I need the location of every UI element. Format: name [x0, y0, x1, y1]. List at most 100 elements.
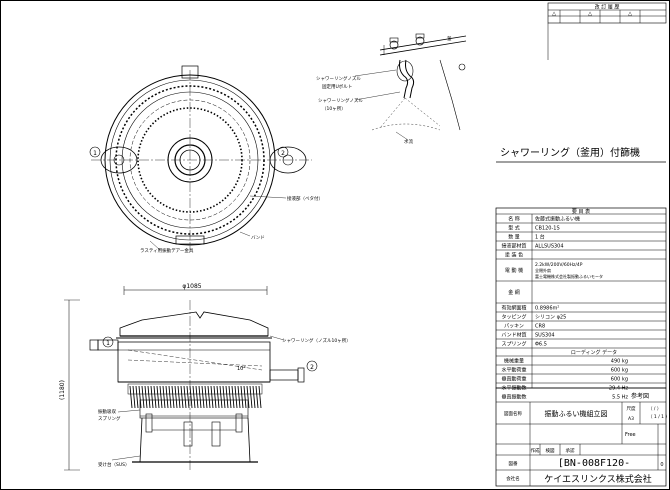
spring-hatch — [129, 385, 262, 409]
spec-row-label: 型 式 — [508, 225, 520, 232]
spring-coil — [249, 385, 253, 409]
loading-row-value: 600 kg — [611, 368, 628, 374]
spring-coil — [234, 385, 238, 409]
spring-coil — [246, 385, 250, 409]
spring-coil — [213, 385, 217, 409]
spring-coil — [138, 385, 142, 409]
loading-row-label: 機械重量 — [504, 358, 524, 365]
spring-coil — [192, 385, 196, 409]
loading-row-value: 29.4 Hz — [609, 386, 628, 392]
spring-coil — [147, 385, 151, 409]
spec-row-label: 名 称 — [508, 216, 520, 223]
sheet-suffix: 0 — [660, 462, 663, 468]
spec-row-label: バンド材質 — [501, 332, 526, 339]
spec-row-label: 接液部材質 — [501, 243, 526, 250]
spec-row-value: シリコン φ25 — [535, 315, 566, 321]
company-name: ケイエスリンクス株式会社 — [544, 473, 651, 485]
title-block — [495, 387, 667, 487]
loading-row-value: 600 kg — [611, 377, 628, 383]
spec-row-value: CB120-1S — [535, 226, 560, 232]
spring-coil — [144, 385, 148, 409]
drawing-number-label: 図番 — [509, 460, 518, 467]
spring-coil — [255, 385, 259, 409]
plan-circle-2: 2 — [281, 150, 285, 157]
spring-coil — [132, 385, 136, 409]
elev-circle-1: 1 — [106, 340, 110, 347]
plan-circle-1: 1 — [93, 150, 97, 157]
revision-header: 改 訂 履 歴 — [595, 4, 620, 11]
flange-label: ラスティ用振動デアー金具 — [140, 247, 194, 254]
loading-row-value: 5.5 Hz — [612, 395, 628, 401]
spring-coil — [162, 385, 166, 409]
elevation-view — [64, 286, 318, 471]
nozzle-detail-label-b: 固定用Uボルト — [322, 83, 352, 90]
revision-table: 改 訂 履 歴 △ △ △ — [547, 2, 667, 60]
spec-row-value: ALLSUS304 — [535, 244, 564, 250]
spec-heading: 要 目 表 — [572, 208, 590, 215]
spray-label: 水流 — [404, 138, 413, 145]
spec-row-label: スプリング — [501, 341, 526, 348]
spring-coil — [156, 385, 160, 409]
spring-label-a: 振動吸収 — [98, 408, 116, 415]
spec-row-label: 電 動 機 — [505, 267, 523, 274]
spec-row-value3: 富士電機株式会社製振動ふるいモータ — [535, 273, 603, 279]
spec-row-label: タッピング — [501, 314, 526, 321]
drawing-title: シャワーリング（釜用）付篩機 — [500, 146, 640, 159]
size-label: A3 — [628, 416, 634, 422]
spring-coil — [177, 385, 181, 409]
company-label: 会社名 — [506, 475, 520, 482]
spec-row-value: SUS304 — [535, 333, 555, 339]
spring-coil — [141, 385, 145, 409]
spec-row-label: 塗 装 色 — [505, 252, 523, 259]
spec-row-label: 金 網 — [508, 289, 520, 296]
scale-label: 尺度 — [627, 405, 636, 412]
ref-drawing-label: 参考図 — [631, 392, 649, 400]
spec-row-value: 2.2kW/200V/60Hz/4P — [535, 262, 583, 268]
spring-coil — [231, 385, 235, 409]
spring-coil — [159, 385, 163, 409]
revision-mark: △ — [552, 11, 556, 17]
spring-coil — [186, 385, 190, 409]
spring-coil — [240, 385, 244, 409]
loading-row-label: 垂直振動数 — [501, 394, 526, 401]
spring-coil — [201, 385, 205, 409]
drawing-name-label: 図面名称 — [504, 410, 522, 417]
spring-coil — [195, 385, 199, 409]
spring-label-b: スプリング — [98, 415, 121, 422]
spring-coil — [237, 385, 241, 409]
shower-ring-label: シャワーリング（ノズル10ヶ所） — [282, 337, 351, 344]
approval-label: 検図 — [546, 447, 555, 454]
base-label: 受け台（SUS） — [98, 461, 130, 468]
dimension-height: (1180) — [59, 380, 66, 400]
spring-coil — [222, 385, 226, 409]
spec-row-value: CR8 — [535, 324, 545, 330]
spring-coil — [210, 385, 214, 409]
spring-coil — [243, 385, 247, 409]
spring-coil — [165, 385, 169, 409]
spring-coil — [228, 385, 232, 409]
spec-row-value: 0.8986m² — [535, 306, 559, 312]
spring-coil — [219, 385, 223, 409]
spring-coil — [129, 385, 133, 409]
scale-value: Free — [625, 432, 636, 438]
spec-row-value: Φ6.5 — [535, 342, 547, 348]
nozzle-detail — [354, 33, 467, 141]
spring-coil — [168, 385, 172, 409]
drawing-name: 振動ふるい機組立図 — [545, 409, 608, 418]
approval-label: 作成 — [531, 447, 540, 454]
spring-coil — [174, 385, 178, 409]
spring-coil — [135, 385, 139, 409]
spring-coil — [216, 385, 220, 409]
nozzle-detail-label-a: シャワーリングノズル — [316, 75, 361, 82]
spring-coil — [207, 385, 211, 409]
spec-row-label: パッキン — [504, 324, 524, 330]
loading-row-value: 490 kg — [611, 359, 628, 365]
elev-circle-2: 2 — [310, 364, 314, 371]
band-label: バンド — [251, 235, 265, 241]
approval-label: 承認 — [566, 447, 575, 454]
spring-coil — [198, 385, 202, 409]
spring-coil — [150, 385, 154, 409]
drawing-number: [BN-008F120- — [558, 458, 630, 469]
spec-row-value: 佐藤式振動ふるい機 — [535, 216, 580, 223]
